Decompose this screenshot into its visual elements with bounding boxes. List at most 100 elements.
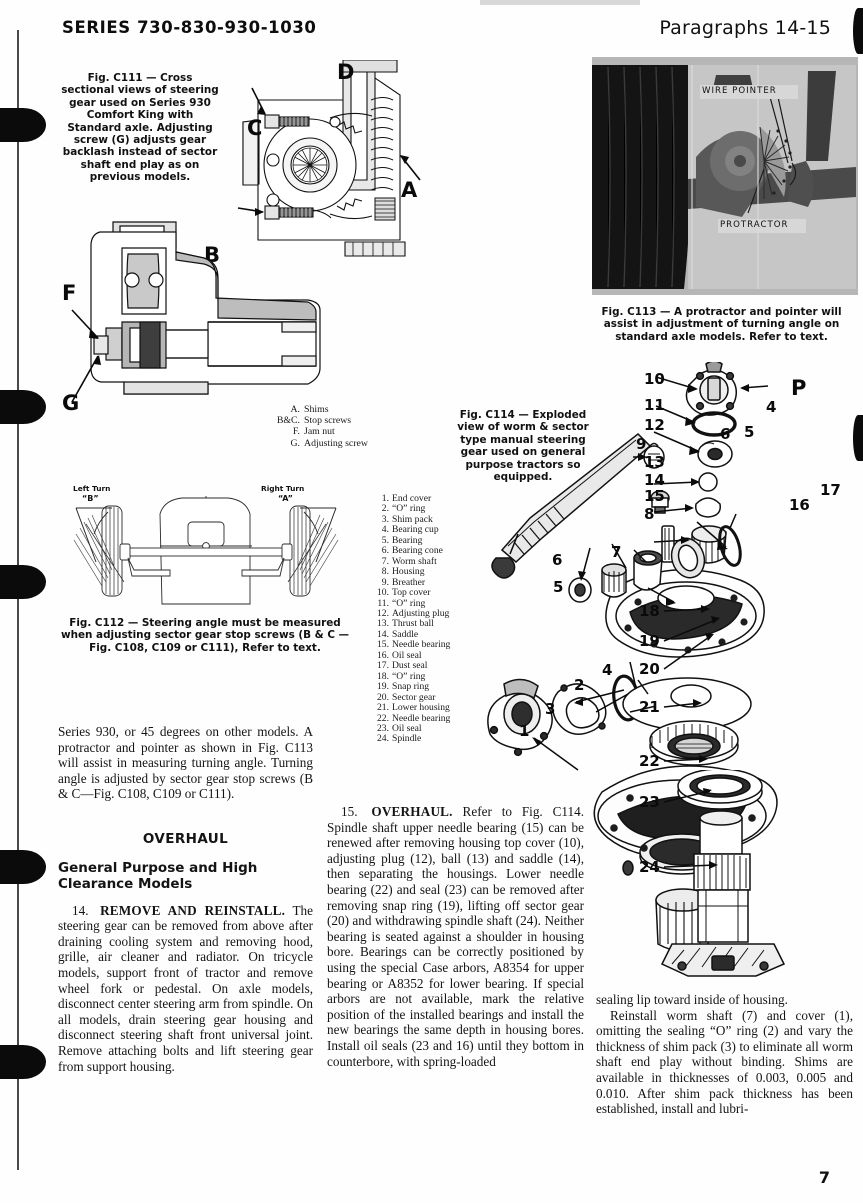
key-label: Shims xyxy=(304,404,329,415)
part-number: 20. xyxy=(377,691,389,703)
callout-21: 21 xyxy=(639,698,660,716)
parts-list-item: 24.Spindle xyxy=(374,733,450,745)
para14-title: REMOVE AND REINSTALL. xyxy=(100,902,286,918)
key-row: F.Jam nut xyxy=(272,426,368,437)
part-label: Bearing xyxy=(392,534,423,546)
part-number: 8. xyxy=(381,566,389,578)
part-label: Needle bearing xyxy=(392,639,451,651)
part-number: 24. xyxy=(377,733,389,745)
parts-list-item: 6.Bearing cone xyxy=(374,545,450,557)
part-label: Spindle xyxy=(392,733,422,745)
parts-list-item: 10.Top cover xyxy=(374,587,450,599)
part-label: Bearing cone xyxy=(392,545,443,557)
overhaul-subheading: General Purpose and High Clearance Model… xyxy=(58,859,258,893)
part-label: Worm shaft xyxy=(392,555,437,567)
key-letter: A. xyxy=(290,404,300,415)
callout-1: 1 xyxy=(519,722,530,740)
part-number: 7. xyxy=(381,555,389,567)
figure-c111-upper-art xyxy=(237,60,421,257)
figure-c114-leaders xyxy=(509,376,769,771)
key-row: G.Adjusting screw xyxy=(272,437,368,449)
callout-17: 17 xyxy=(820,481,841,499)
figure-c114-leaders-lower xyxy=(663,605,720,869)
parts-list-item: 13.Thrust ball xyxy=(374,618,450,630)
callout-23: 23 xyxy=(639,793,660,811)
page-header-paragraphs: Paragraphs 14-15 xyxy=(659,17,831,39)
part-number: 1. xyxy=(381,493,389,504)
parts-list-item: 1.End cover xyxy=(374,493,450,504)
figure-c112-left-turn-label: Left Turn xyxy=(73,484,111,493)
callout-9: 9 xyxy=(636,435,647,453)
parts-list-item: 22.Needle bearing xyxy=(374,712,451,724)
callout-5: 5 xyxy=(744,423,755,441)
part-number: 14. xyxy=(377,628,389,640)
right-column-text: sealing lip toward inside of housing. Re… xyxy=(596,992,853,1117)
part-label: “O” ring xyxy=(392,670,426,682)
para15-number: 15. xyxy=(341,804,358,819)
callout-f: F xyxy=(62,281,77,305)
parts-list-item: 9.Breather xyxy=(374,576,450,588)
parts-list-item: 19.Snap ring xyxy=(374,681,450,692)
part-number: 13. xyxy=(377,618,389,630)
part-label: Top cover xyxy=(392,587,431,599)
callout-13: 13 xyxy=(644,453,665,471)
parts-list-item: 8.Housing xyxy=(374,566,450,578)
photo-label-protractor: PROTRACTOR xyxy=(720,220,789,230)
part-label: Needle bearing xyxy=(392,712,451,724)
callout-4: 4 xyxy=(766,398,777,416)
binding-hole xyxy=(0,850,46,884)
part-label: Oil seal xyxy=(392,649,422,661)
part-label: Breather xyxy=(392,576,426,588)
part-label: Oil seal xyxy=(392,722,422,734)
parts-list-item: 11.“O” ring xyxy=(374,597,450,609)
figure-c112-right-turn-label: Right Turn xyxy=(261,484,305,493)
col3-para-b: Reinstall worm shaft (7) and cover (1), … xyxy=(596,1007,853,1117)
callout-22: 22 xyxy=(639,752,660,770)
binding-hole xyxy=(0,565,46,599)
callout-19: 19 xyxy=(639,632,660,650)
page-edge-tab xyxy=(853,8,863,54)
part-label: Sector gear xyxy=(392,691,436,703)
part-number: 6. xyxy=(381,545,389,557)
para14-body: The steering gear can be removed from ab… xyxy=(58,902,313,1074)
callout-16: 16 xyxy=(789,496,810,514)
parts-list-item: 18.“O” ring xyxy=(374,670,450,682)
part-number: 4. xyxy=(381,524,389,536)
callout-a: A xyxy=(401,178,418,202)
part-number: 22. xyxy=(377,712,389,724)
page-edge-tab xyxy=(853,415,863,461)
part-number: 11. xyxy=(377,597,389,609)
part-number: 2. xyxy=(381,503,389,515)
callout-3: 3 xyxy=(545,700,556,718)
key-letter: F. xyxy=(292,426,300,438)
photo-label-wire-pointer: WIRE POINTER xyxy=(702,86,777,96)
callout-d: D xyxy=(337,60,355,84)
part-number: 17. xyxy=(377,660,389,672)
parts-list-item: 20.Sector gear xyxy=(374,691,450,703)
callout-4b: 4 xyxy=(602,661,613,679)
figure-c112-right-letter: “A” xyxy=(278,494,293,503)
para15-body: Refer to Fig. C114. Spindle shaft upper … xyxy=(327,804,584,1069)
parts-list-item: 7.Worm shaft xyxy=(374,555,450,567)
binding-hole xyxy=(0,108,46,142)
callout-15: 15 xyxy=(644,487,665,505)
callout-7: 7 xyxy=(611,543,622,561)
binding-hole xyxy=(0,1045,46,1079)
col3-para-a: sealing lip toward inside of housing. xyxy=(596,992,788,1007)
figure-c112-caption: Fig. C112 — Steering angle must be measu… xyxy=(61,617,349,654)
callout-11: 11 xyxy=(644,396,665,414)
part-label: Lower housing xyxy=(392,702,450,714)
left-column-text: Series 930, or 45 degrees on other model… xyxy=(58,724,313,1074)
callout-6: 6 xyxy=(720,425,731,443)
figure-c113-photo: WIRE POINTER PROTRACTOR xyxy=(592,57,858,295)
part-label: Shim pack xyxy=(392,513,433,525)
callout-10: 10 xyxy=(644,370,665,388)
figure-c112-art xyxy=(73,496,339,605)
callout-6b: 6 xyxy=(552,551,563,569)
callout-g: G xyxy=(62,391,80,415)
parts-list-item: 15.Needle bearing xyxy=(374,639,451,651)
key-label: Adjusting screw xyxy=(304,437,368,449)
parts-list-item: 14.Saddle xyxy=(374,628,450,640)
parts-list-item: 5.Bearing xyxy=(374,534,450,546)
para15-title: OVERHAUL. xyxy=(371,804,453,819)
